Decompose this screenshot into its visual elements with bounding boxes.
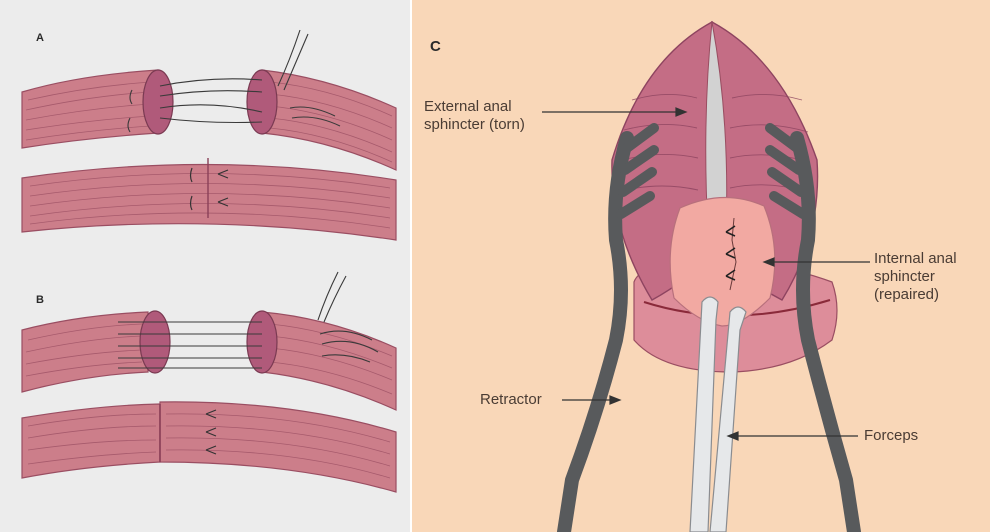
panel-a-label: A <box>36 32 44 44</box>
internal-sphincter-label-line1: Internal anal <box>874 250 957 268</box>
left-panel: A B <box>0 0 410 532</box>
internal-sphincter-label-line2: sphincter <box>874 268 935 286</box>
left-panel-drawing <box>0 0 410 532</box>
panel-c-label: C <box>430 38 441 55</box>
forceps-label: Forceps <box>864 427 918 445</box>
right-panel: C External anal sphincter (torn) Interna… <box>412 0 990 532</box>
panel-b-separated-muscle <box>22 272 396 410</box>
panel-b-repaired-muscle <box>22 402 396 492</box>
internal-anal-sphincter <box>670 197 775 326</box>
panel-a-separated-muscle <box>22 30 396 170</box>
external-sphincter-label-line2: sphincter (torn) <box>424 116 525 134</box>
internal-sphincter-label-line3: (repaired) <box>874 286 939 304</box>
retractor-label: Retractor <box>480 391 542 409</box>
panel-a-repaired-muscle <box>22 158 396 240</box>
external-sphincter-label-line1: External anal <box>424 98 512 116</box>
panel-b-label: B <box>36 294 44 306</box>
